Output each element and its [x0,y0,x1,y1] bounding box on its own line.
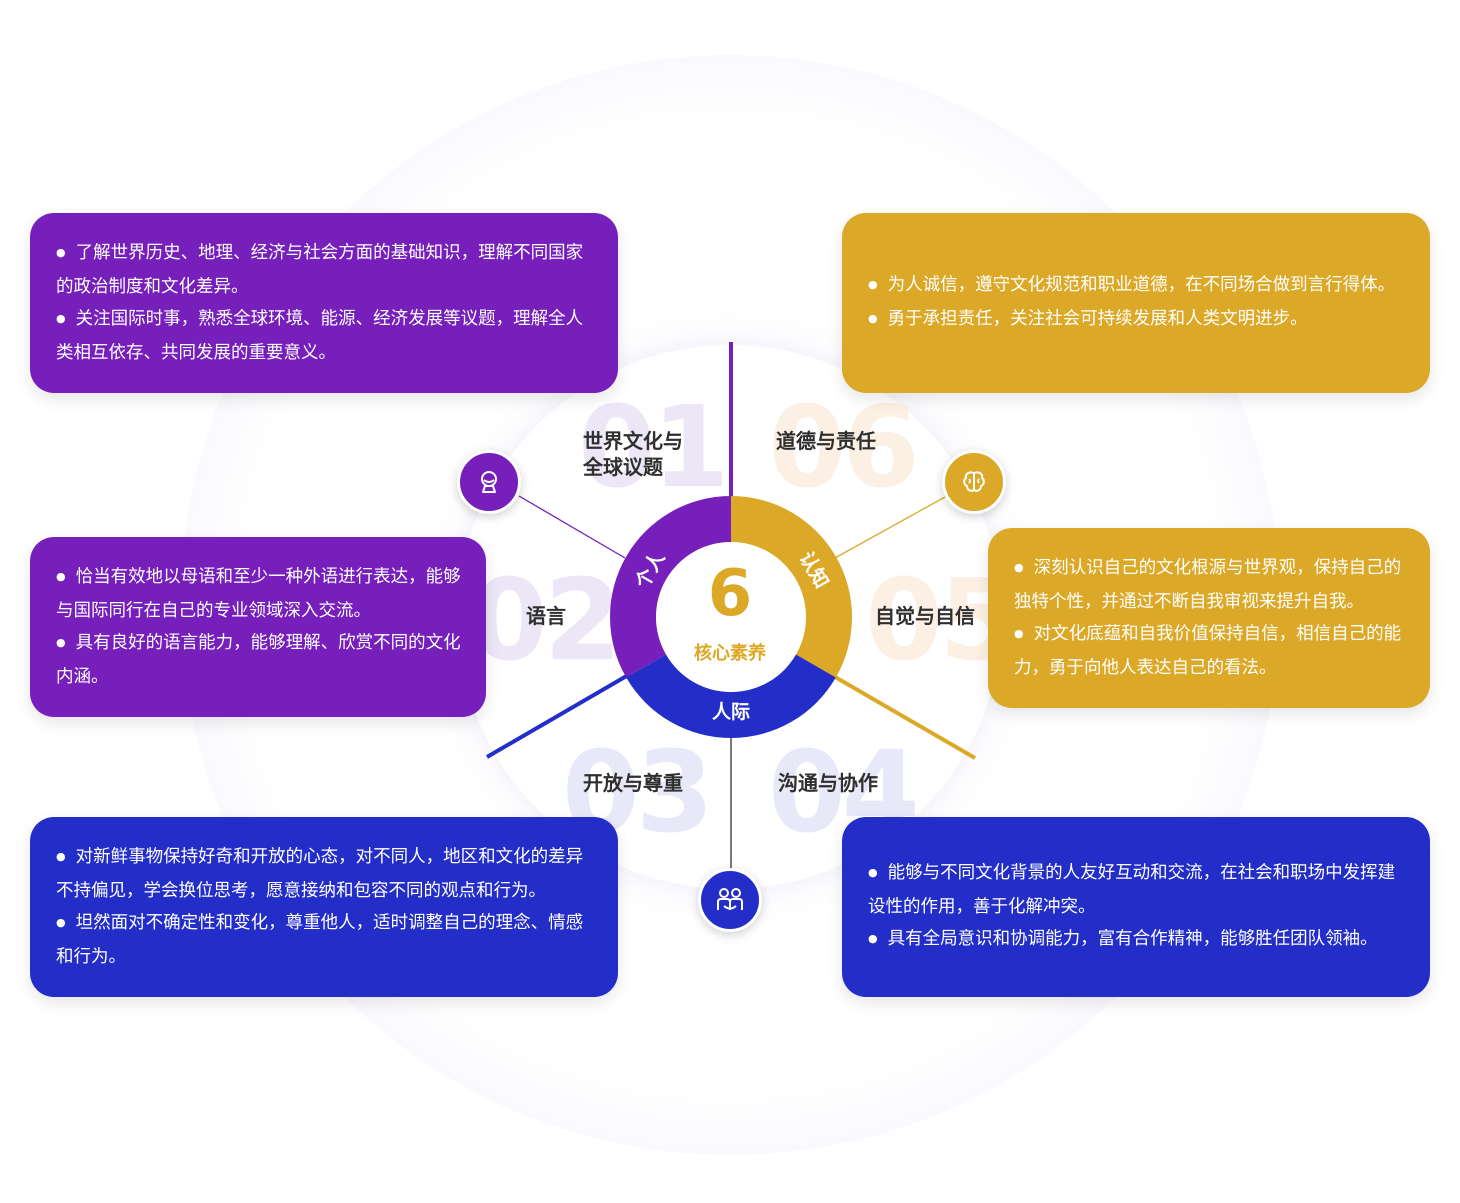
card-openness: 对新鲜事物保持好奇和开放的心态，对不同人，地区和文化的差异不持偏见，学会换位思考… [30,817,618,997]
number-01: 01 [578,383,730,513]
title-communication: 沟通与协作 [778,771,878,795]
center-label: 核心素养 [694,643,766,664]
segment-label-interpersonal: 人际 [712,701,751,723]
bullet-text: 深刻认识自己的文化根源与世界观，保持自己的独特个性，并通过不断自我审视来提升自我… [1014,552,1408,618]
bullet-text: 坦然面对不确定性和变化，尊重他人，适时调整自己的理念、情感和行为。 [56,907,596,973]
card-ethics: 为人诚信，遵守文化规范和职业道德，在不同场合做到言行得体。 勇于承担责任，关注社… [842,213,1430,393]
bullet-text: 为人诚信，遵守文化规范和职业道德，在不同场合做到言行得体。 [868,269,1396,303]
connector-line-upper-left [518,495,626,559]
bullet-text: 关注国际时事，熟悉全球环境、能源、经济发展等议题，理解全人类相互依存、共同发展的… [56,303,596,369]
ring-segment-personal [609,495,731,678]
cognition-icon-badge [942,450,1006,514]
ring-segment-cognition [731,495,853,678]
bullet-text: 对文化底蕴和自我价值保持自信，相信自己的能力，勇于向他人表达自己的看法。 [1014,618,1408,684]
bullet-text: 对新鲜事物保持好奇和开放的心态，对不同人，地区和文化的差异不持偏见，学会换位思考… [56,841,596,907]
card-world-culture: 了解世界历史、地理、经济与社会方面的基础知识，理解不同国家的政治制度和文化差异。… [30,213,618,393]
card-self-awareness: 深刻认识自己的文化根源与世界观，保持自己的独特个性，并通过不断自我审视来提升自我… [988,528,1430,708]
connector-line-lower-left [485,672,632,759]
card-language: 恰当有效地以母语和至少一种外语进行表达，能够与国际同行在自己的专业领域深入交流。… [30,537,486,717]
center-number: 6 [707,557,753,631]
bullet-text: 能够与不同文化背景的人友好互动和交流，在社会和职场中发挥建设性的作用，善于化解冲… [868,857,1408,923]
bullet-text: 具有良好的语言能力，能够理解、欣赏不同的文化内涵。 [56,627,464,693]
bullet-text: 具有全局意识和协调能力，富有合作精神，能够胜任团队领袖。 [868,923,1408,957]
interpersonal-icon-badge [698,868,762,932]
brain-icon [963,471,985,492]
card-communication: 能够与不同文化背景的人友好互动和交流，在社会和职场中发挥建设性的作用，善于化解冲… [842,817,1430,997]
bullet-text: 恰当有效地以母语和至少一种外语进行表达，能够与国际同行在自己的专业领域深入交流。 [56,561,464,627]
bullet-text: 了解世界历史、地理、经济与社会方面的基础知识，理解不同国家的政治制度和文化差异。 [56,237,596,303]
bullet-text: 勇于承担责任，关注社会可持续发展和人类文明进步。 [868,303,1395,337]
connector-line-upper-right [834,496,946,559]
person-bust-icon [481,471,497,493]
title-ethics: 道德与责任 [776,429,876,453]
title-world-culture: 世界文化与 全球议题 [583,429,683,479]
title-self-awareness: 自觉与自信 [875,604,975,628]
ring-segment-interpersonal [626,654,836,739]
people-group-icon [717,888,743,910]
number-06: 06 [768,383,920,513]
title-openness: 开放与尊重 [583,771,683,795]
number-02: 02 [470,556,622,686]
connector-line-lower-right [828,672,977,760]
personal-icon-badge [457,450,521,514]
title-language: 语言 [526,604,566,628]
